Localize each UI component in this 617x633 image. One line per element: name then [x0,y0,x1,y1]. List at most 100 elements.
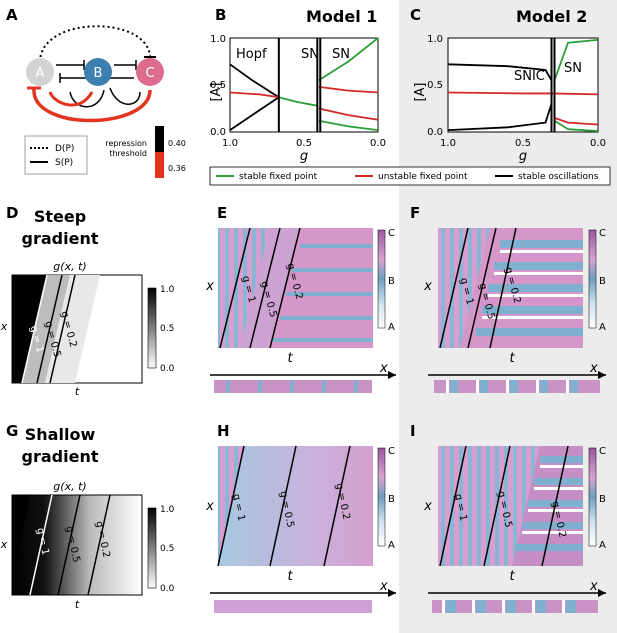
edge-b-c-lower [109,87,141,105]
d-xlabel: t [75,385,80,398]
node-a [26,58,54,86]
panel-label-d: D [6,204,18,222]
h-strip-x: x [379,579,388,594]
edge-c-a-repression [32,87,152,123]
threshold-label-1: repression [105,139,147,148]
strip-h [210,589,396,613]
node-a-label: A [36,66,45,81]
steep-gradient-heatmap [11,274,143,384]
b-xtick-0: 0.0 [370,138,386,149]
legend-dashed-label: D(P) [55,144,74,154]
panel-label-h: H [217,422,230,440]
g-func: g(x, t) [53,480,86,493]
i-cbar-c: C [599,446,606,457]
c-series-4 [554,119,599,132]
strip-e [210,371,396,393]
legend-unstable: unstable fixed point [378,172,468,182]
label-snic: SNIC [514,69,545,84]
edge-b-a-lower [69,89,105,108]
i-cbar-b: B [599,494,606,505]
d-cbar-1: 1.0 [160,285,175,295]
c-ytick-1: 1.0 [427,34,443,45]
legend-stable: stable fixed point [239,172,318,182]
kymograph-f [438,227,583,349]
b-xlabel: g [300,149,308,164]
b-series-6 [318,119,379,132]
f-strip-x: x [589,361,598,376]
b-ylabel: [A] [209,82,224,101]
dashed-feedback-edge [39,25,151,63]
b-xtick-05: 0.5 [296,138,312,149]
g-xlabel: t [75,598,80,611]
threshold-colorbar: repression threshold 0.40 0.36 [105,126,186,178]
d-cbar-05: 0.5 [160,324,174,334]
g-cbar-05: 0.5 [160,544,174,554]
shallow-title-1: Shallow [25,425,96,444]
label-sn-1: SN [301,47,319,62]
bifurcation-plot-model1 [229,37,379,133]
c-series-5 [554,117,599,126]
c-xtick-05: 0.5 [515,138,531,149]
b-series-4 [318,37,379,82]
e-colorbar [377,229,386,329]
f-cbar-c: C [599,228,606,239]
steep-title-1: Steep [34,207,86,226]
panel-label-g: G [6,422,18,440]
shallow-gradient-heatmap [11,494,143,596]
bifurcation-plot-model2 [447,37,599,133]
c-series-0 [447,63,553,81]
model1-title: Model 1 [306,7,377,26]
threshold-high: 0.40 [168,139,186,148]
panel-label-b: B [215,6,226,24]
c-ytick-0: 0.0 [427,127,443,138]
strip-i [428,589,606,613]
steep-title-2: gradient [22,229,99,248]
f-ylabel: x [423,279,432,294]
e-cbar-b: B [388,276,395,287]
c-ytick-05: 0.5 [427,80,443,91]
e-xlabel: t [287,351,293,366]
h-xlabel: t [287,569,293,584]
model2-title: Model 2 [516,7,587,26]
threshold-label-2: threshold [109,149,147,158]
strip-f [428,371,606,393]
node-c [136,58,164,86]
b-ytick-1: 1.0 [210,34,226,45]
node-b [84,58,112,86]
e-strip-x: x [379,361,388,376]
f-xlabel: t [509,351,515,366]
d-ylabel: x [0,320,8,333]
b-series-7 [318,107,379,121]
label-sn-3: SN [564,61,582,76]
c-series-1 [447,103,553,132]
network-diagram: A B C [26,25,164,123]
panel-label-i: I [410,422,416,440]
node-c-label: C [145,66,154,81]
label-sn-2: SN [332,47,350,62]
shallow-title-2: gradient [22,447,99,466]
b-series-5 [318,85,379,94]
panel-label-a: A [6,6,18,24]
edge-b-a-repression [48,91,94,107]
h-cbar-a: A [388,540,395,551]
i-xlabel: t [509,569,515,584]
b-series-1 [229,96,280,131]
kymograph-e [218,227,373,349]
b-series-3 [278,96,318,107]
stability-legend: stable fixed point unstable fixed point … [209,166,611,186]
i-strip-x: x [589,579,598,594]
panel-label-e: E [217,204,227,222]
g-colorbar [147,507,157,589]
e-cbar-c: C [388,228,395,239]
node-b-label: B [94,66,103,81]
b-ytick-05: 0.5 [210,80,226,91]
h-colorbar [377,447,386,547]
d-colorbar [147,287,157,369]
i-ylabel: x [423,499,432,514]
h-cbar-b: B [388,494,395,505]
legend-solid-label: S(P) [55,158,73,168]
kymograph-h [217,445,373,567]
c-ylabel: [A] [413,82,428,101]
b-ytick-0: 0.0 [210,127,226,138]
b-xtick-1: 1.0 [222,138,238,149]
